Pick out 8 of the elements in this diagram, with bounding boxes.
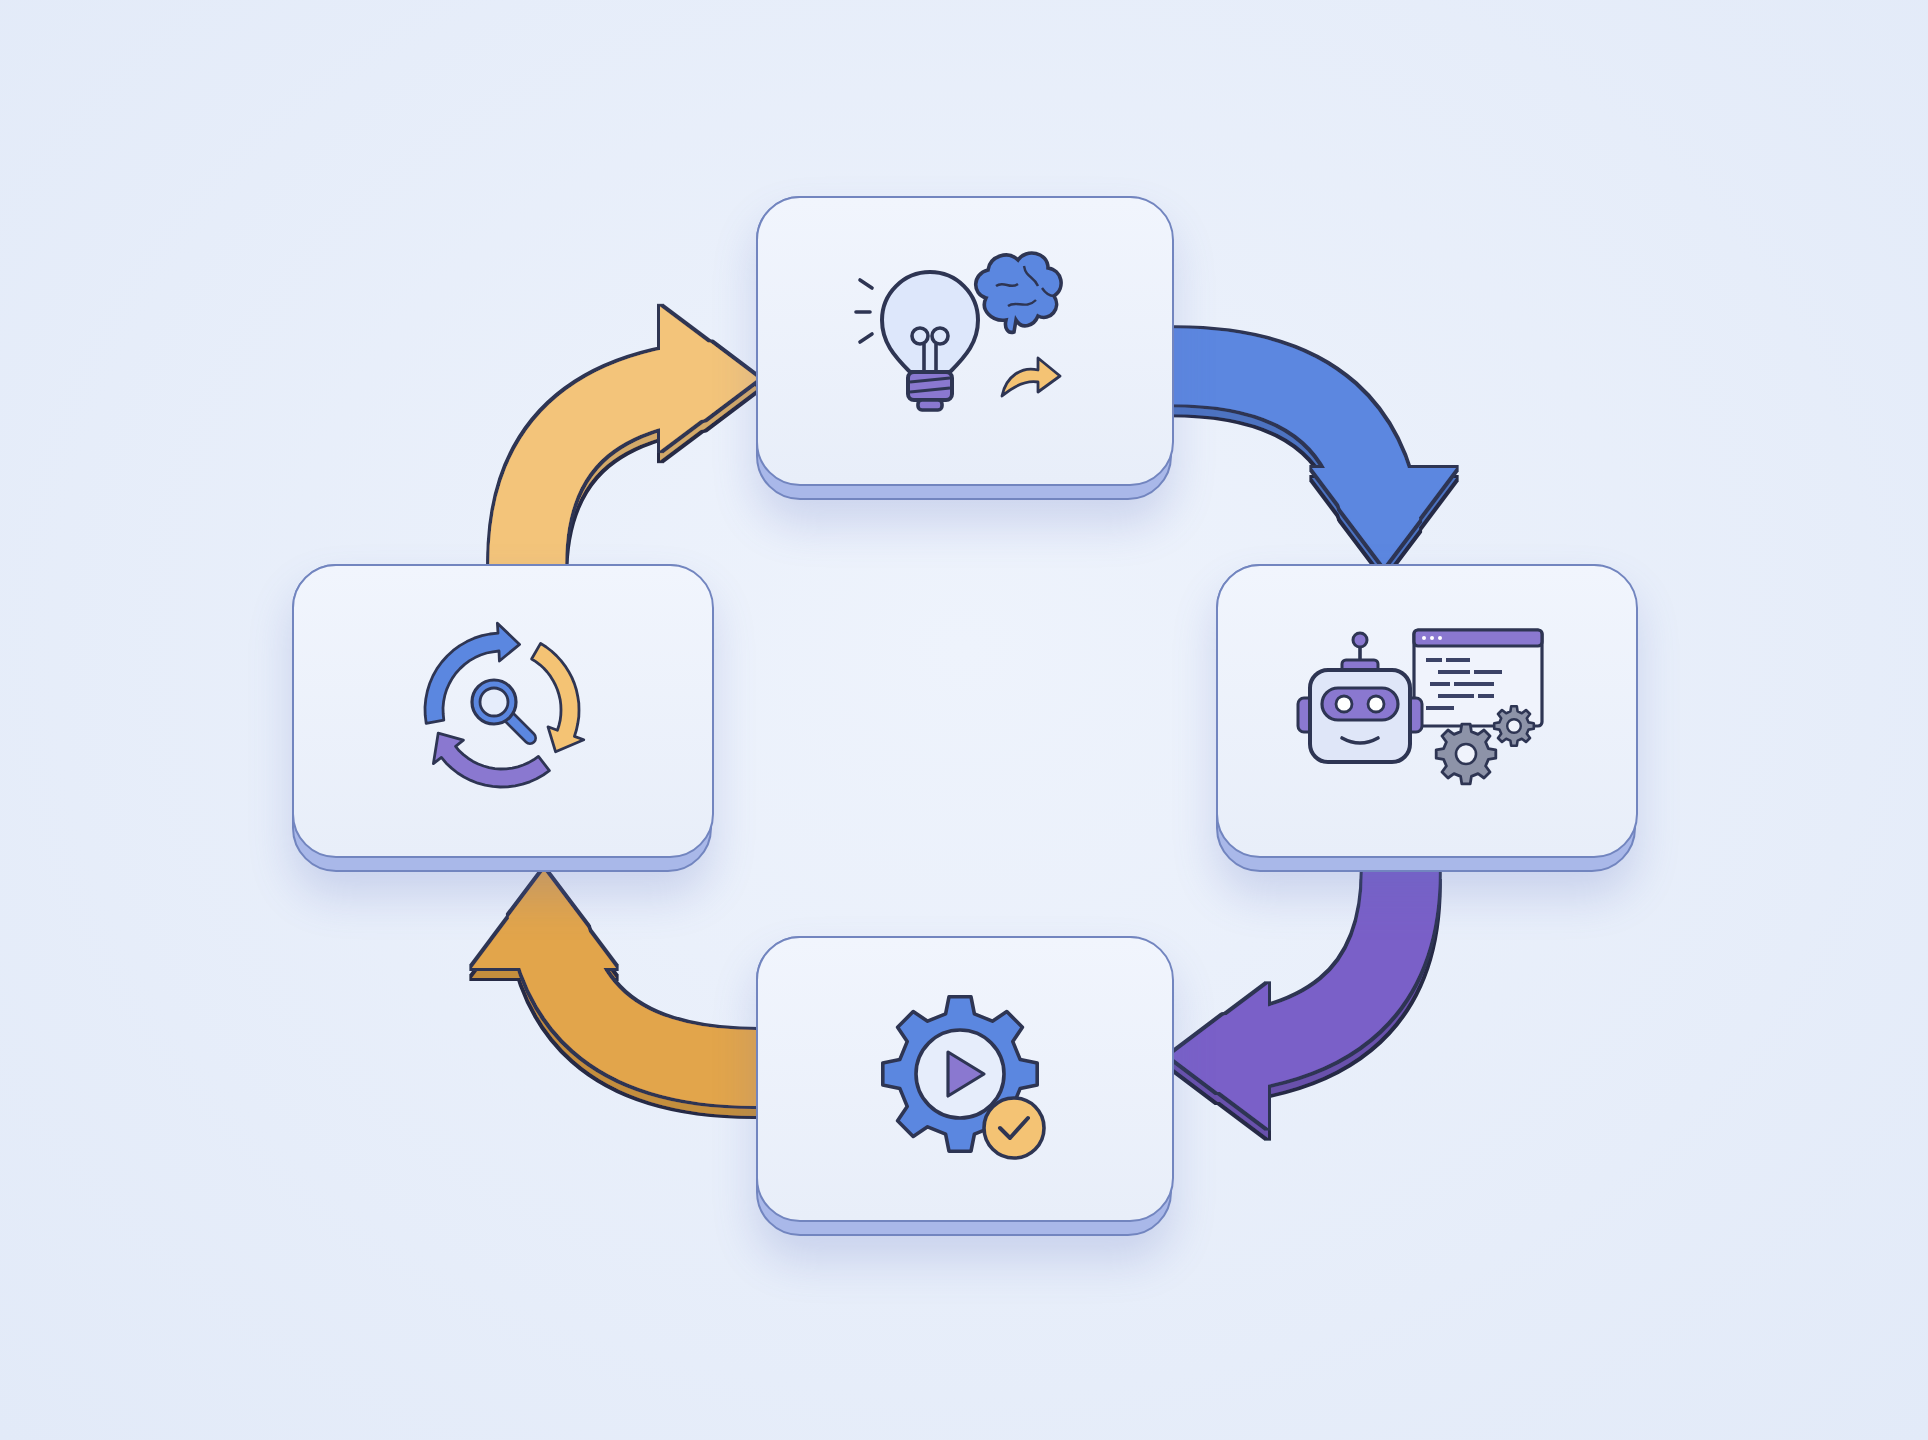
- curved-arrow: [476, 870, 758, 1106]
- step-card: [1216, 564, 1636, 872]
- curved-arrow: [1170, 328, 1452, 566]
- curved-arrow: [1170, 870, 1439, 1125]
- curved-arrow: [489, 309, 758, 566]
- step-card: [756, 936, 1172, 1236]
- step-card: [756, 196, 1172, 500]
- step-card: [292, 564, 712, 872]
